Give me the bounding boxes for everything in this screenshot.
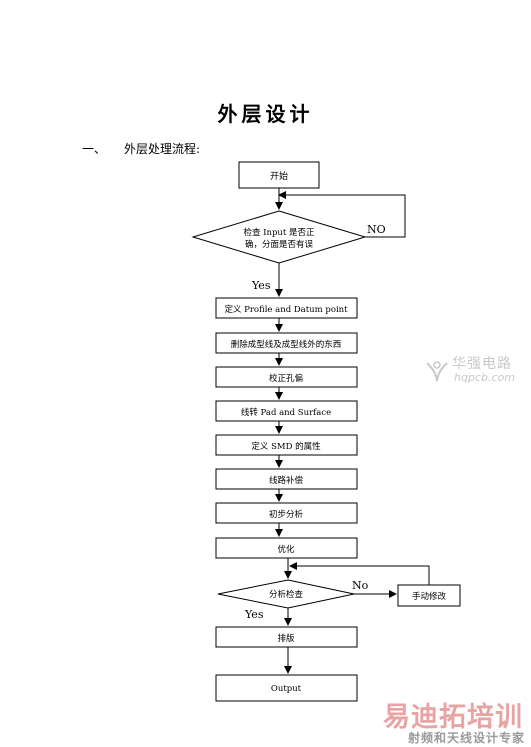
page-title: 外层设计: [217, 102, 314, 126]
step-label: 定义 Profile and Datum point: [224, 304, 348, 315]
step-box: [215, 332, 358, 354]
step-label: 定义 SMD 的属性: [251, 441, 321, 452]
section-heading-text: 外层处理流程:: [124, 142, 201, 156]
start-label: 开始: [270, 170, 288, 182]
watermark-hqpcb-url: hqpcb.com: [454, 371, 515, 384]
no-loop-connector: [278, 191, 406, 238]
step-box: [215, 537, 358, 559]
yes-label-2: Yes: [244, 608, 264, 621]
step-label: 优化: [277, 544, 295, 555]
watermark-edatop-title: 易迪拓培训: [383, 702, 523, 733]
watermark-edatop-subtitle: 射频和天线设计专家: [407, 731, 525, 745]
decision-check-input-line1: 检查 Input 是否正: [243, 227, 315, 238]
step-box: [215, 297, 358, 319]
watermark-hqpcb-cn: 华强电路: [452, 356, 512, 372]
step-box: [215, 434, 358, 456]
step-label: 删除成型线及成型线外的东西: [231, 339, 342, 350]
panel-label: 排版: [277, 633, 295, 644]
step-box: [215, 468, 358, 490]
panel-box: [215, 626, 358, 648]
step-label: 校正孔偏: [269, 373, 303, 384]
step-box: [215, 366, 358, 388]
feedback-connector: [289, 562, 430, 585]
decision-analysis-check-label: 分析检查: [269, 589, 304, 600]
yes-label-1: Yes: [251, 279, 271, 292]
hqpcb-logo-icon: [426, 361, 448, 382]
step-box: [215, 502, 358, 524]
output-box: [215, 674, 358, 702]
section-heading: 一、 外层处理流程:: [82, 140, 200, 157]
step-label: 线路补偿: [269, 475, 304, 486]
output-label: Output: [271, 684, 302, 694]
no-label-2: No: [352, 579, 369, 592]
start-node: [238, 161, 320, 189]
manual-fix-label: 手动修改: [412, 591, 447, 602]
step-label: 线转 Pad and Surface: [241, 407, 331, 418]
no-label-1: NO: [367, 223, 386, 236]
watermark-edatop: 易迪拓培训 射频和天线设计专家: [372, 695, 531, 747]
step-label: 初步分析: [269, 509, 304, 520]
section-number: 一、: [82, 142, 107, 156]
watermark-hqpcb: 华强电路 hqpcb.com: [424, 353, 529, 389]
step-box: [215, 400, 358, 422]
decision-check-input-line2: 确，分面是否有误: [245, 239, 314, 250]
